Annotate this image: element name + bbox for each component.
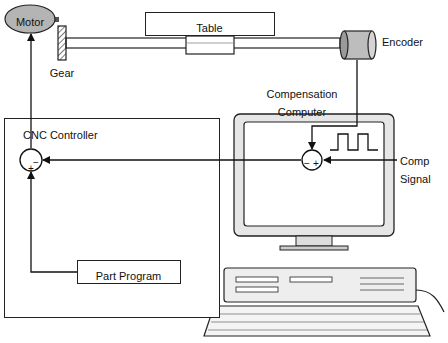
motor-node: Motor bbox=[4, 4, 56, 34]
program-box: Part Program bbox=[77, 260, 181, 284]
drive-slot bbox=[236, 277, 278, 282]
text-slot: Comp Signal bbox=[400, 151, 446, 187]
signal-label: Comp Signal bbox=[400, 155, 431, 185]
node-label: Gear bbox=[50, 67, 74, 79]
box-label: CNC Controller bbox=[23, 129, 98, 141]
signal-connector bbox=[43, 159, 301, 160]
node-label: Encoder bbox=[382, 36, 423, 48]
drive-slot bbox=[236, 287, 278, 292]
cable bbox=[416, 290, 444, 312]
signal-arrow bbox=[324, 159, 397, 160]
motor-body bbox=[5, 5, 55, 33]
computer-node: Compensation Computer −+ bbox=[230, 84, 398, 264]
encoder-end bbox=[340, 31, 348, 59]
screw-line bbox=[186, 43, 234, 44]
monitor-base bbox=[280, 246, 348, 250]
square-wave bbox=[330, 134, 378, 150]
node-label: + bbox=[28, 163, 34, 174]
text-slot: Table bbox=[146, 18, 273, 36]
text-slot: CNC Controller bbox=[23, 125, 173, 143]
key-row bbox=[208, 330, 427, 331]
vent bbox=[360, 290, 404, 291]
table-box: Table bbox=[145, 12, 275, 36]
gear-body bbox=[58, 26, 66, 60]
monitor-screen bbox=[244, 122, 384, 226]
table-nut bbox=[186, 36, 234, 54]
text-slot: Part Program bbox=[78, 266, 179, 284]
text-slot: + bbox=[313, 153, 321, 171]
summing-junction: −+ bbox=[301, 149, 323, 171]
box-label: Part Program bbox=[96, 270, 161, 282]
vent bbox=[360, 278, 404, 279]
junction-circle bbox=[302, 150, 322, 170]
text-slot: Motor bbox=[4, 12, 56, 30]
encoder-end bbox=[368, 31, 376, 59]
encoder-node: Encoder bbox=[338, 28, 438, 60]
controller-box: CNC Controller −+ Part Program bbox=[4, 118, 220, 318]
text-slot: − bbox=[33, 152, 41, 170]
signal-connector bbox=[31, 172, 77, 272]
drive-slot bbox=[290, 277, 332, 282]
node-label: Motor bbox=[16, 16, 44, 28]
signal-connector bbox=[30, 34, 31, 148]
key-row bbox=[211, 322, 424, 323]
box-label: Table bbox=[196, 22, 222, 34]
text-slot: Compensation Computer bbox=[260, 84, 344, 120]
keyboard bbox=[204, 306, 430, 336]
vent bbox=[360, 284, 404, 285]
summing-junction: −+ bbox=[19, 148, 43, 172]
node-label: Compensation Computer bbox=[267, 88, 338, 118]
monitor-frame bbox=[234, 114, 394, 236]
node-label: + bbox=[313, 158, 319, 169]
gear-node: Gear bbox=[44, 24, 80, 78]
text-slot: Encoder bbox=[382, 32, 436, 50]
text-slot: Gear bbox=[44, 63, 80, 81]
system-unit bbox=[224, 268, 416, 302]
node-label: − bbox=[33, 157, 39, 168]
encoder-edge bbox=[344, 30, 372, 31]
encoder-edge bbox=[344, 58, 372, 59]
monitor-stand bbox=[296, 236, 332, 246]
signal-connector bbox=[312, 60, 357, 149]
key-row bbox=[214, 314, 420, 315]
node-label: − bbox=[304, 158, 310, 169]
text-slot: − bbox=[304, 153, 312, 171]
